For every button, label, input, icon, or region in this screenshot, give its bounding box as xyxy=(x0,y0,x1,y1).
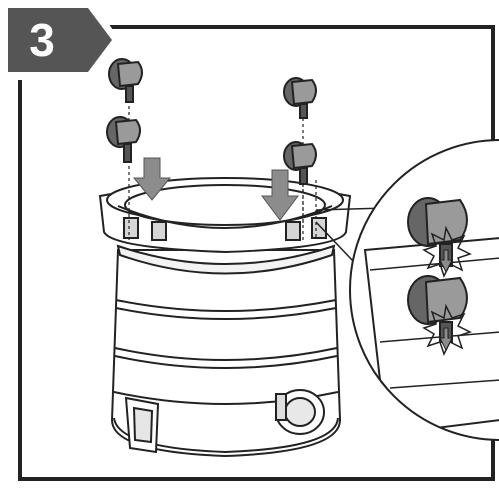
caster-socket xyxy=(152,222,166,240)
step-number: 3 xyxy=(14,14,70,66)
caster-wheel xyxy=(284,78,316,118)
detail-zoom xyxy=(350,140,499,440)
caster-socket xyxy=(312,218,326,238)
caster-socket xyxy=(286,222,300,240)
caster-wheel xyxy=(284,142,316,184)
caster-socket xyxy=(124,218,138,238)
caster-wheel xyxy=(107,117,140,162)
vacuum-canister xyxy=(100,178,350,456)
caster-wheel xyxy=(109,59,142,102)
